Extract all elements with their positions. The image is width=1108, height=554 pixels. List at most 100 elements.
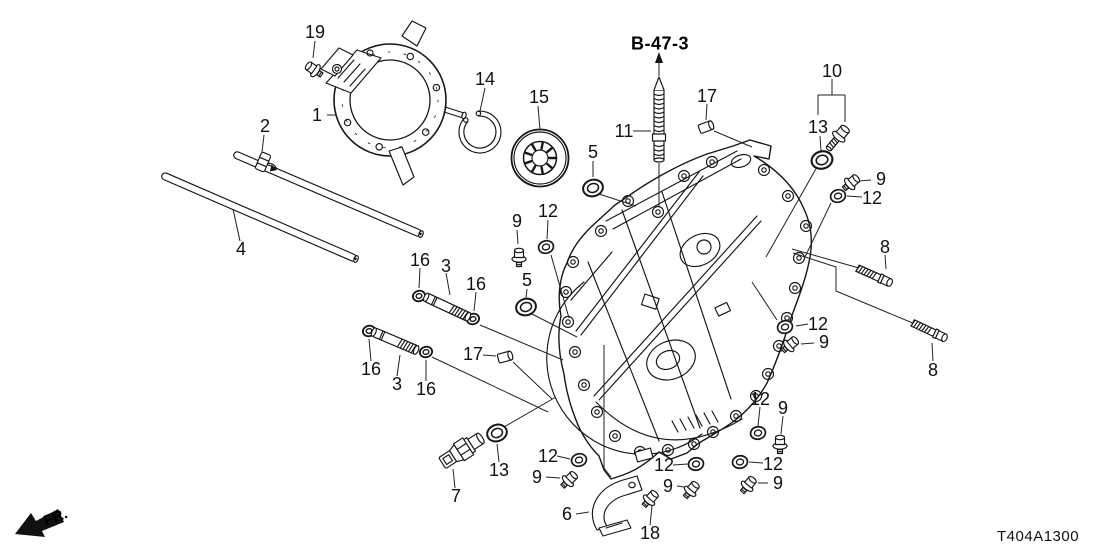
- leader-line-10: [713, 130, 753, 148]
- reference-arrow-icon: [655, 52, 663, 63]
- leader-line-26: [800, 342, 815, 345]
- leader-line-39: [396, 354, 401, 377]
- leader-line-15: [819, 135, 822, 152]
- part-seal-13-bottom: [483, 420, 511, 446]
- leader-line-34: [418, 267, 421, 289]
- leader-line-45: [503, 396, 557, 428]
- callout-12-botleft: 12: [653, 455, 675, 475]
- part-seal-13-top: [808, 147, 836, 173]
- leader-line-25: [751, 281, 778, 321]
- oil-pressure-switch-art: [438, 432, 485, 469]
- reference-label: B-47-3: [630, 33, 690, 54]
- callout-16-c: 16: [360, 359, 382, 379]
- part-washer-12-botright: [730, 453, 750, 471]
- leader-line-41: [431, 356, 549, 413]
- callout-11: 11: [614, 121, 634, 141]
- callout-8-bottom: 8: [927, 360, 939, 380]
- part-bolt-8-bottom: [909, 318, 950, 344]
- fr-direction-arrow: FR.: [15, 505, 70, 537]
- callout-1: 1: [311, 105, 323, 125]
- leader-line-43: [512, 361, 553, 400]
- part-rod-3-b: [369, 326, 421, 356]
- leader-line-5: [537, 105, 541, 131]
- leader-line-49: [757, 406, 761, 427]
- leader-line-0: [312, 40, 316, 59]
- part-washer-12-center: [569, 451, 589, 469]
- part-bolt-18: [638, 487, 662, 512]
- leader-line-44: [496, 443, 500, 463]
- callout-9-right: 9: [818, 332, 830, 352]
- callout-12-mid: 12: [749, 389, 771, 409]
- leader-line-53: [748, 461, 764, 464]
- leader-line-20: [884, 254, 887, 270]
- part-bolt-9-botright: [736, 473, 760, 498]
- callout-12-center: 12: [537, 446, 559, 466]
- diagram-code: T404A1300: [997, 528, 1080, 545]
- callout-2: 2: [259, 116, 271, 136]
- rod-clamp-2-art: [254, 151, 277, 173]
- part-oring-16-d: [417, 344, 435, 360]
- callout-12-right: 12: [807, 314, 829, 334]
- harness-bracket-art: [591, 475, 643, 537]
- callout-8-top: 8: [879, 237, 891, 257]
- leader-line-19: [804, 202, 832, 258]
- part-bolt-8-top: [854, 263, 895, 289]
- leader-line-36: [473, 291, 477, 312]
- transmission-case-art: [546, 139, 813, 480]
- callout-17-mid: 17: [462, 344, 484, 364]
- leader-line-50: [780, 415, 784, 435]
- shift-rod-2-art: [233, 151, 424, 238]
- callout-9-botright: 9: [772, 473, 784, 493]
- leader-line-48: [545, 476, 561, 479]
- leader-line-4: [479, 87, 486, 112]
- callout-15: 15: [528, 87, 550, 107]
- leader-line-42: [482, 354, 497, 357]
- leader-line-2: [261, 134, 265, 153]
- part-washer-12-mid: [748, 424, 768, 442]
- case-bolt-bosses: [559, 155, 813, 459]
- callout-9-topright: 9: [875, 169, 887, 189]
- callout-16-a: 16: [409, 250, 431, 270]
- leader-line-57: [603, 345, 612, 478]
- part-rod-3-a: [421, 291, 473, 323]
- callout-3-a: 3: [440, 256, 452, 276]
- callout-16-b: 16: [465, 274, 487, 294]
- leader-line-38: [368, 338, 372, 362]
- callout-6: 6: [561, 504, 573, 524]
- leader-line-17: [858, 179, 872, 182]
- leader-line-29: [546, 219, 549, 240]
- callout-5-mid: 5: [521, 270, 533, 290]
- leader-line-35: [445, 272, 451, 296]
- leader-line-30: [550, 254, 570, 319]
- callout-3-b: 3: [391, 374, 403, 394]
- leader-line-16: [765, 166, 818, 258]
- callout-9-botleft: 9: [662, 476, 674, 496]
- part-stud-11: [651, 76, 667, 163]
- part-pin-17-mid: [496, 350, 515, 364]
- leader-line-32: [525, 288, 528, 299]
- leader-line-51: [672, 463, 689, 466]
- callout-12-botright: 12: [762, 454, 784, 474]
- part-bolt-9-mid: [772, 434, 788, 455]
- part-bolt-9-center: [557, 468, 581, 492]
- part-washer-12-botleft: [686, 455, 706, 473]
- part-seal-5-mid: [513, 295, 539, 319]
- callout-9-upperleft: 9: [511, 211, 523, 231]
- callout-5-top: 5: [587, 142, 599, 162]
- leader-line-46: [452, 468, 456, 489]
- callout-9-mid: 9: [777, 398, 789, 418]
- callout-13-bottom: 13: [488, 460, 510, 480]
- leader-line-9: [705, 103, 708, 121]
- part-washer-12-upperleft: [536, 238, 556, 256]
- callout-19: 19: [304, 22, 326, 42]
- leader-line-21: [791, 248, 860, 269]
- leader-line-3: [232, 208, 241, 242]
- callout-12-topright: 12: [861, 188, 883, 208]
- leader-line-37: [479, 324, 564, 361]
- leader-line-22: [792, 252, 916, 325]
- part-seal-5-top: [580, 176, 606, 200]
- leader-line-31: [516, 229, 519, 245]
- leader-line-55: [575, 511, 590, 515]
